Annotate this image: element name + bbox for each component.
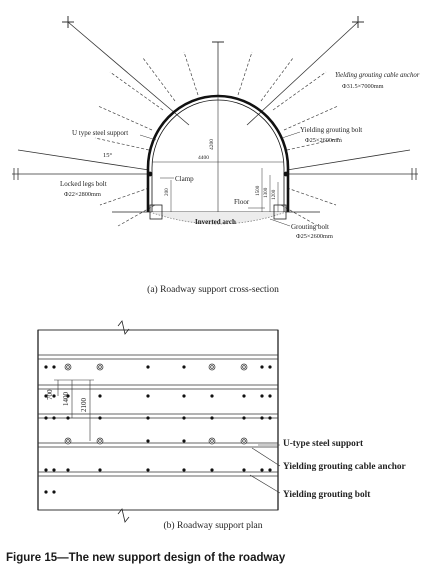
spacing-700: 700 [46, 389, 54, 400]
grouting-bolt-upper-label: Yielding grouting bolt [300, 126, 362, 134]
cable-anchor-points [64, 363, 248, 445]
inverted-arch-label: Inverted arch [195, 218, 236, 226]
dim-1300: 1300 [263, 187, 269, 198]
clamp-label: Clamp [175, 175, 194, 183]
bolt-l1 [109, 71, 164, 111]
figure-caption: Figure 15—The new support design of the … [6, 552, 286, 564]
bolt-l6 [99, 187, 150, 206]
cross-section-caption: (a) Roadway support cross-section [147, 284, 279, 295]
grouting-bolt-legend: Yielding grouting bolt [283, 490, 371, 500]
cable-anchor-left [17, 149, 150, 171]
u-support-bands [38, 354, 278, 477]
cable-anchor-upper-right [246, 21, 359, 126]
span-value: 4400 [198, 155, 209, 161]
cable-anchors [17, 21, 411, 171]
bolt-r1 [272, 71, 327, 111]
bolt-r2 [260, 57, 294, 102]
foot-box-right [273, 204, 287, 220]
bolt-l2 [142, 57, 176, 102]
grouting-bolt-points [44, 365, 272, 494]
clamp-left-icon [147, 171, 153, 177]
bolt-l7 [117, 204, 156, 227]
foot-box-left [149, 204, 163, 220]
grouting-bolt-label: Grouting bolt [291, 223, 329, 231]
side-dimension-lines [170, 168, 279, 212]
dim-1500: 1500 [255, 185, 261, 196]
clamp-right-icon [283, 171, 289, 177]
inverted-arch [149, 211, 287, 225]
plan-diagram: 700 1400 2100 U-type steel support Yield… [37, 320, 406, 531]
spacing-1400: 1400 [62, 392, 70, 407]
bolt-l3 [183, 51, 199, 96]
break-mark-top [117, 320, 130, 335]
bolt-r6 [286, 187, 337, 206]
leader-lines [139, 131, 301, 227]
anchor-end-marks [62, 16, 364, 43]
bolt-r3 [237, 51, 253, 96]
break-mark-bottom [117, 508, 130, 523]
grouting-bolt-upper-spec: Φ25×2600mm [305, 137, 342, 144]
cable-anchor-spec: Φ31.5×7000mm [342, 83, 384, 90]
height-value: 4200 [209, 139, 215, 150]
plan-dimension-lines [54, 379, 94, 441]
dim-200: 200 [164, 188, 170, 196]
floor-label: Floor [234, 198, 250, 206]
u-support-label: U type steel support [72, 129, 128, 137]
u-support-legend: U-type steel support [283, 439, 364, 449]
bolt-r5 [286, 137, 342, 151]
bolt-l4 [97, 105, 153, 131]
cable-anchor-legend: Yielding grouting cable anchor [283, 462, 406, 472]
cross-section-diagram: Yielding grouting cable anchor Φ31.5×700… [12, 16, 420, 295]
cable-anchor-right [286, 149, 411, 171]
angle-label: 15° [103, 152, 113, 159]
cable-anchor-label: Yielding grouting cable anchor [335, 72, 420, 79]
spacing-2100: 2100 [80, 398, 88, 413]
plan-caption: (b) Roadway support plan [164, 520, 263, 531]
grouting-bolt-spec: Φ25×2600mm [296, 233, 333, 240]
plan-leader-lines [249, 444, 281, 494]
bolt-l5 [94, 137, 150, 151]
dim-1200: 1200 [271, 189, 277, 200]
horizontal-anchors [12, 168, 418, 180]
locked-legs-bolt-spec: Φ22×2800mm [64, 191, 101, 198]
plan-frame [37, 329, 279, 511]
locked-legs-bolt-label: Locked legs bolt [60, 180, 107, 188]
cable-anchor-upper-left [67, 21, 190, 126]
